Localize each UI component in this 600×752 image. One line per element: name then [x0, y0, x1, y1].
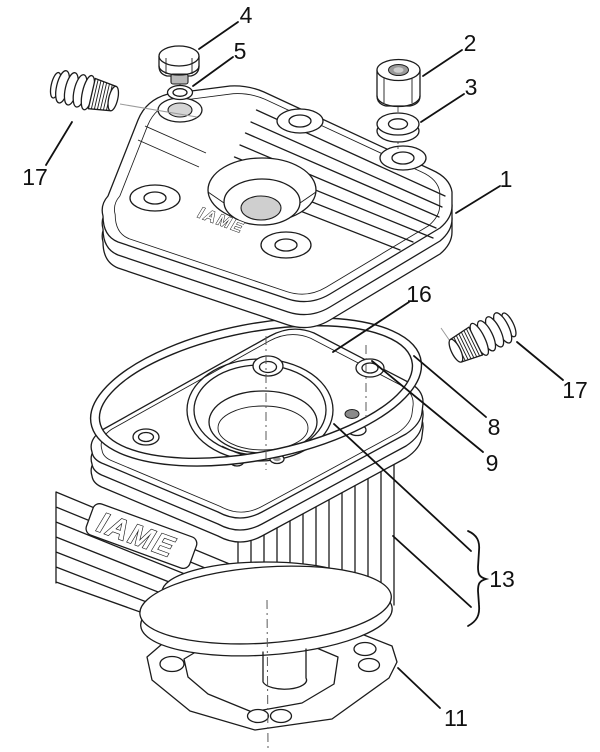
callout-2: 2 — [464, 30, 477, 56]
water-fitting-right — [443, 306, 522, 370]
plug-oring — [166, 84, 194, 101]
stud-hole-right — [355, 358, 385, 378]
callout-16: 16 — [406, 281, 432, 307]
leader-1 — [455, 185, 501, 214]
callout-17-left: 17 — [22, 164, 48, 190]
callout-5: 5 — [234, 38, 247, 64]
water-fitting-left — [46, 66, 123, 118]
leader-4 — [198, 21, 239, 50]
head-washer — [376, 112, 420, 143]
callout-3: 3 — [465, 74, 478, 100]
callout-labels: 4 5 2 3 1 17 16 17 8 9 13 11 — [22, 2, 588, 731]
cylinder: IAME — [55, 328, 424, 731]
callout-9: 9 — [486, 450, 499, 476]
leader-13a — [333, 423, 472, 552]
leader-lines — [45, 21, 564, 709]
leader-17-right — [516, 341, 564, 381]
cylinder-spigot — [262, 648, 308, 690]
leader-16 — [332, 301, 410, 353]
head-oring — [89, 317, 423, 467]
head-bosses — [129, 108, 427, 259]
deck-small-hole — [344, 409, 360, 419]
leader-2 — [422, 49, 463, 77]
callout-4: 4 — [240, 2, 253, 28]
callout-13: 13 — [489, 566, 515, 592]
plug-screw — [158, 45, 200, 85]
bracket-13 — [467, 530, 490, 627]
leader-17-left — [45, 121, 73, 166]
iame-logo-cylinder: IAME — [93, 507, 180, 565]
cylinder-right-fins — [237, 452, 395, 606]
head-fins — [222, 109, 446, 251]
callout-11: 11 — [444, 705, 468, 731]
logo-plate — [85, 503, 198, 570]
spark-plug-hole — [207, 157, 317, 226]
base-flange — [139, 565, 393, 657]
cylinder-head: IAME — [101, 85, 453, 329]
callout-1: 1 — [500, 166, 513, 192]
leader-9 — [371, 360, 484, 453]
stud-hole-left — [132, 428, 160, 446]
head-nut — [376, 58, 421, 108]
callout-8: 8 — [488, 414, 501, 440]
callout-17-right: 17 — [562, 377, 588, 403]
ring-lobe-top — [252, 355, 284, 377]
leader-3 — [420, 93, 465, 123]
leader-5 — [192, 56, 234, 87]
leader-8 — [413, 355, 487, 418]
leader-11 — [397, 667, 441, 709]
leader-13b — [392, 535, 472, 608]
